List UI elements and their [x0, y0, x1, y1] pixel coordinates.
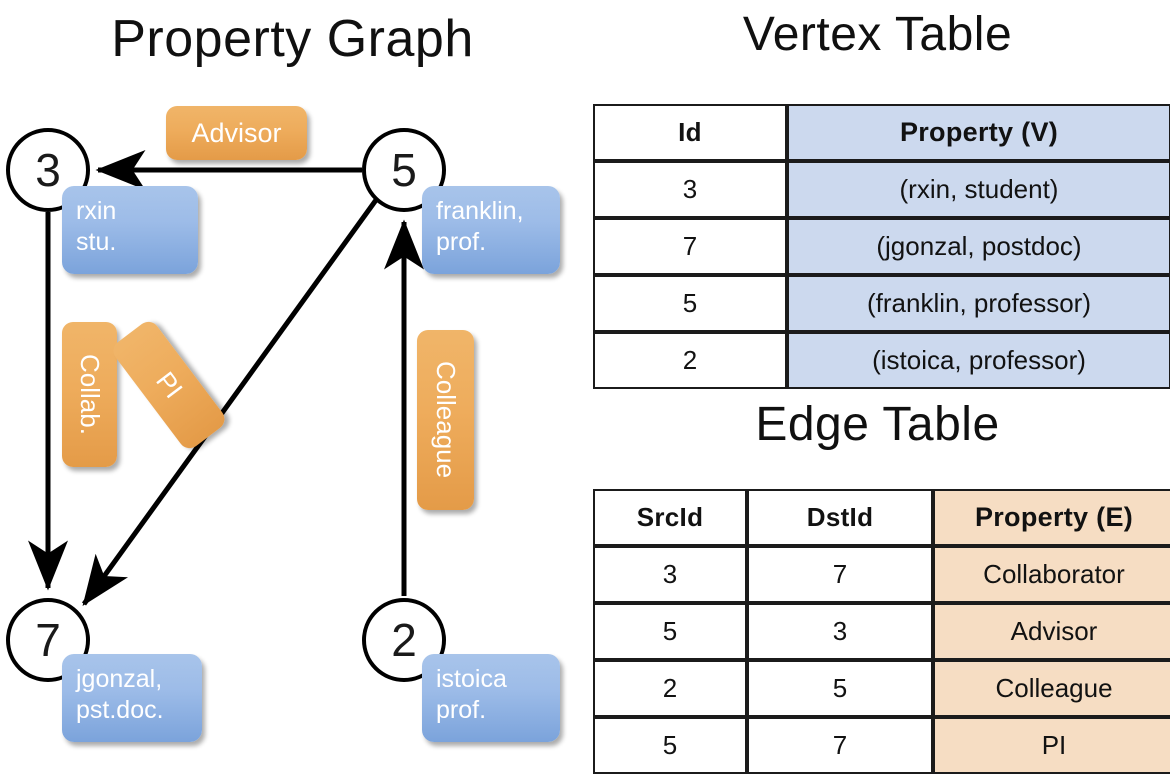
property-graph-diagram: 3 5 7 2 rxin stu. franklin, prof. jgonza…: [0, 0, 585, 760]
vertex-cell-id: 7: [593, 218, 787, 275]
edge-label-advisor: Advisor: [166, 106, 307, 160]
vertex-cell-property: (rxin, student): [787, 161, 1170, 218]
graph-node-5[interactable]: 5: [362, 128, 446, 212]
vertex-cell-id: 5: [593, 275, 787, 332]
edge-label-collab: Collab.: [62, 322, 117, 467]
edge-cell-property: Collaborator: [933, 546, 1170, 603]
vertex-cell-property: (jgonzal, postdoc): [787, 218, 1170, 275]
vertex-table-header-row: Id Property (V): [593, 104, 1170, 161]
graph-edges-layer: [28, 150, 424, 607]
page-title-edge-table: Edge Table: [755, 398, 1000, 451]
edge-cell-srcid: 5: [593, 603, 747, 660]
edge-cell-property: PI: [933, 717, 1170, 774]
edge-label-colleague-text: Colleague: [431, 361, 461, 479]
edge-label-advisor-text: Advisor: [191, 117, 282, 148]
edge-cell-property: Colleague: [933, 660, 1170, 717]
table-row: 5 (franklin, professor): [593, 275, 1170, 332]
edge-table-header-dstid: DstId: [747, 489, 933, 546]
table-row: 5 3 Advisor: [593, 603, 1170, 660]
edge-cell-srcid: 5: [593, 717, 747, 774]
edge-cell-dstid: 3: [747, 603, 933, 660]
table-row: 3 7 Collaborator: [593, 546, 1170, 603]
table-row: 2 5 Colleague: [593, 660, 1170, 717]
graph-node-2[interactable]: 2: [362, 598, 446, 682]
edge-table-header-srcid: SrcId: [593, 489, 747, 546]
vertex-cell-id: 2: [593, 332, 787, 389]
node-property-box-jgonzal: jgonzal, pst.doc.: [62, 654, 202, 742]
node-property-box-istoica: istoica prof.: [422, 654, 560, 742]
vertex-cell-id: 3: [593, 161, 787, 218]
vertex-table-header-property: Property (V): [787, 104, 1170, 161]
vertex-cell-property: (istoica, professor): [787, 332, 1170, 389]
table-row: 3 (rxin, student): [593, 161, 1170, 218]
edge-cell-dstid: 5: [747, 660, 933, 717]
page-title-vertex-table: Vertex Table: [742, 8, 1013, 61]
edge-cell-property: Advisor: [933, 603, 1170, 660]
table-row: 5 7 PI: [593, 717, 1170, 774]
edge-label-colleague: Colleague: [417, 330, 474, 510]
edge-table-header-row: SrcId DstId Property (E): [593, 489, 1170, 546]
edge-cell-dstid: 7: [747, 546, 933, 603]
edge-5-to-7: [81, 198, 379, 607]
vertex-table: Id Property (V) 3 (rxin, student) 7 (jgo…: [593, 104, 1170, 389]
edge-cell-dstid: 7: [747, 717, 933, 774]
node-property-box-rxin: rxin stu.: [62, 186, 198, 274]
edge-label-pi-text: PI: [150, 365, 189, 404]
vertex-table-header-id: Id: [593, 104, 787, 161]
node-property-box-franklin: franklin, prof.: [422, 186, 560, 274]
edge-cell-srcid: 3: [593, 546, 747, 603]
table-row: 7 (jgonzal, postdoc): [593, 218, 1170, 275]
table-row: 2 (istoica, professor): [593, 332, 1170, 389]
edge-cell-srcid: 2: [593, 660, 747, 717]
edge-label-collab-text: Collab.: [75, 354, 105, 435]
vertex-cell-property: (franklin, professor): [787, 275, 1170, 332]
edge-table-header-property: Property (E): [933, 489, 1170, 546]
page-title-property-graph: Property Graph: [111, 10, 474, 68]
edge-table: SrcId DstId Property (E) 3 7 Collaborato…: [593, 489, 1170, 774]
